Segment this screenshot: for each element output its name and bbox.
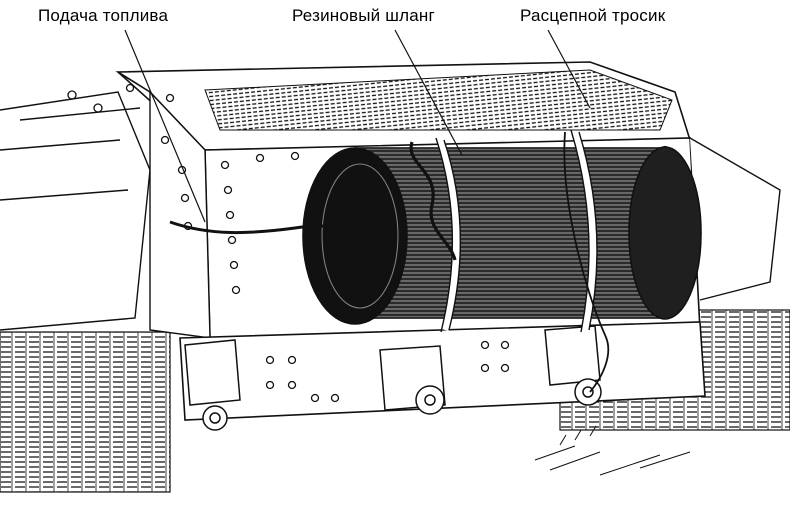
left-track xyxy=(0,331,171,493)
towing-hook-right xyxy=(544,325,602,406)
label-fuel-feed: Подача топлива xyxy=(38,6,169,25)
rubber-hose xyxy=(409,141,457,261)
release-cable xyxy=(563,131,610,393)
leader-lines xyxy=(124,29,591,223)
ground-marks xyxy=(534,425,691,476)
towing-hook-left xyxy=(184,339,241,431)
fuel-feed-line xyxy=(169,220,353,235)
fuel-drum xyxy=(302,146,702,325)
label-rubber-hose: Резиновый шланг xyxy=(292,6,435,25)
left-fender xyxy=(0,91,151,331)
drum-straps xyxy=(436,130,597,331)
label-release-cable: Расцепной тросик xyxy=(520,6,666,25)
towing-hook-center xyxy=(379,345,446,415)
